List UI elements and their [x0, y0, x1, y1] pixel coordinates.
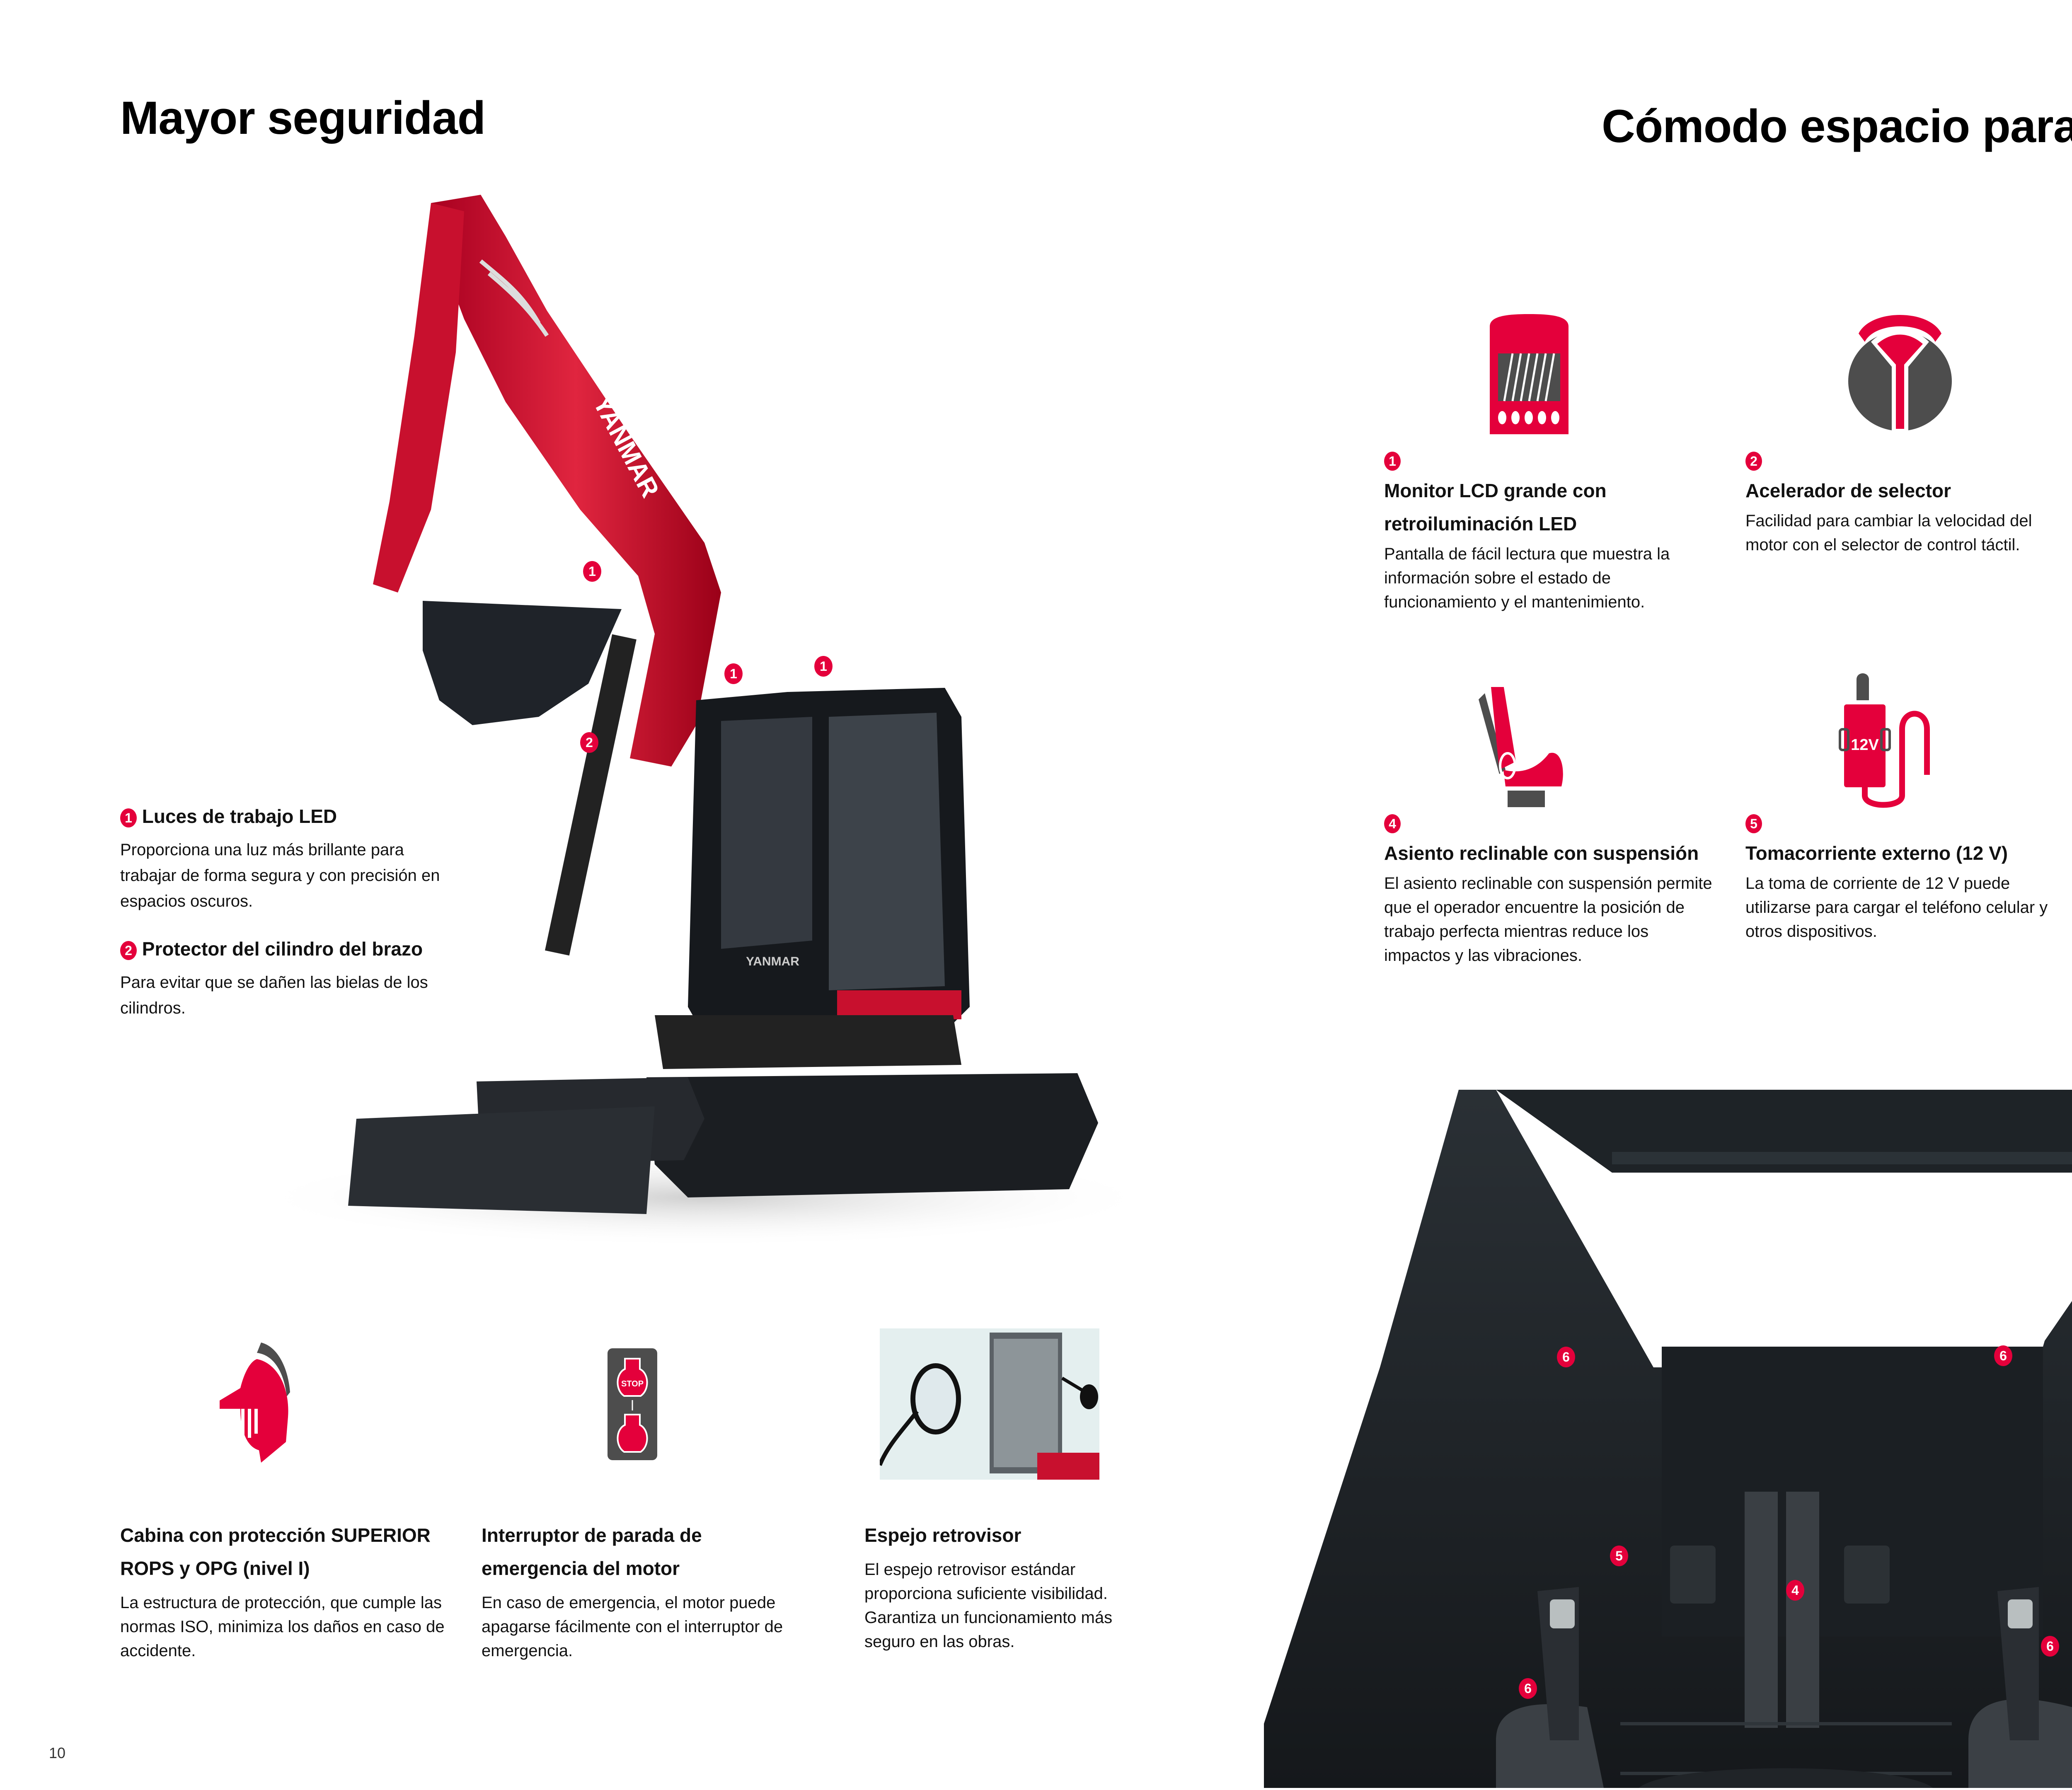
feature-12v-socket: 5 Tomacorriente externo (12 V) La toma d… [1745, 814, 2069, 943]
feature-title: Monitor LCD grande con retroiluminación … [1384, 480, 1607, 535]
feature-dial-throttle: 2 Acelerador de selector Facilidad para … [1745, 452, 2069, 557]
power-socket-12v-icon: 12V [1828, 671, 1960, 810]
feature-text: Facilidad para cambiar la velocidad del … [1745, 512, 2032, 554]
callout-text: Para evitar que se dañen las bielas de l… [120, 973, 428, 1017]
reclining-seat-icon [1470, 685, 1595, 813]
excavator-marker-1: 1 [724, 663, 743, 684]
feature-rops-cab: Cabina con protección SUPERIOR ROPS y OP… [120, 1519, 452, 1663]
excavator-image: YANMAR YANMAR [166, 186, 1243, 1264]
callout-text: Proporciona una luz más brillante para t… [120, 841, 440, 910]
rear-view-mirror-photo [880, 1328, 1099, 1480]
feature-text: Pantalla de fácil lectura que muestra la… [1384, 545, 1670, 611]
number-badge: 5 [1745, 814, 1762, 833]
page-title-right: Cómodo espacio para el operador [1602, 100, 2072, 152]
cab-marker-4: 4 [1786, 1580, 1804, 1601]
excavator-marker-2: 2 [580, 732, 598, 753]
cab-marker-6: 6 [2041, 1636, 2059, 1657]
feature-text: En caso de emergencia, el motor puede ap… [482, 1594, 783, 1660]
cab-interior-image [1264, 1077, 2072, 1790]
number-badge: 1 [120, 808, 137, 827]
feature-text: El espejo retrovisor estándar proporcion… [864, 1560, 1113, 1651]
feature-title: Asiento reclinable con suspensión [1384, 842, 1699, 864]
callout-title: Luces de trabajo LED [142, 806, 337, 827]
svg-text:STOP: STOP [621, 1379, 644, 1388]
rops-helmet-icon [215, 1342, 298, 1469]
feature-text: La estructura de protección, que cumple … [120, 1594, 445, 1660]
feature-rear-mirror: Espejo retrovisor El espejo retrovisor e… [864, 1519, 1155, 1654]
callout-led-lights: 1 Luces de trabajo LED Proporciona una l… [120, 804, 452, 914]
svg-text:YANMAR: YANMAR [746, 955, 799, 968]
feature-text: La toma de corriente de 12 V puede utili… [1745, 874, 2048, 941]
excavator-marker-1: 1 [583, 561, 601, 582]
cab-marker-6: 6 [1519, 1678, 1537, 1699]
dial-throttle-icon [1846, 309, 1954, 435]
callout-arm-cylinder-guard: 2 Protector del cilindro del brazo Para … [120, 936, 452, 1021]
number-badge: 2 [1745, 452, 1762, 471]
svg-text:12V: 12V [1851, 736, 1879, 754]
cab-marker-5: 5 [1610, 1546, 1628, 1566]
feature-title: Cabina con protección SUPERIOR ROPS y OP… [120, 1524, 431, 1579]
page-number-left: 10 [49, 1744, 66, 1761]
excavator-marker-1: 1 [814, 656, 833, 677]
feature-title: Acelerador de selector [1745, 480, 1951, 501]
cab-marker-6: 6 [1994, 1345, 2012, 1366]
callout-title: Protector del cilindro del brazo [142, 938, 423, 960]
number-badge: 2 [120, 941, 137, 960]
feature-title: Tomacorriente externo (12 V) [1745, 842, 2008, 864]
feature-emergency-stop: Interruptor de parada de emergencia del … [482, 1519, 796, 1663]
page-title-left: Mayor seguridad [120, 92, 486, 144]
emergency-stop-icon: STOP [608, 1348, 657, 1462]
number-badge: 1 [1384, 452, 1401, 471]
feature-title: Interruptor de parada de emergencia del … [482, 1524, 702, 1579]
feature-text: El asiento reclinable con suspensión per… [1384, 874, 1712, 965]
feature-reclining-seat: 4 Asiento reclinable con suspensión El a… [1384, 814, 1716, 968]
cab-marker-6: 6 [1557, 1347, 1575, 1367]
feature-lcd-monitor: 1 Monitor LCD grande con retroiluminació… [1384, 452, 1716, 614]
feature-title: Espejo retrovisor [864, 1524, 1021, 1546]
lcd-monitor-icon [1490, 314, 1569, 436]
number-badge: 4 [1384, 814, 1401, 833]
